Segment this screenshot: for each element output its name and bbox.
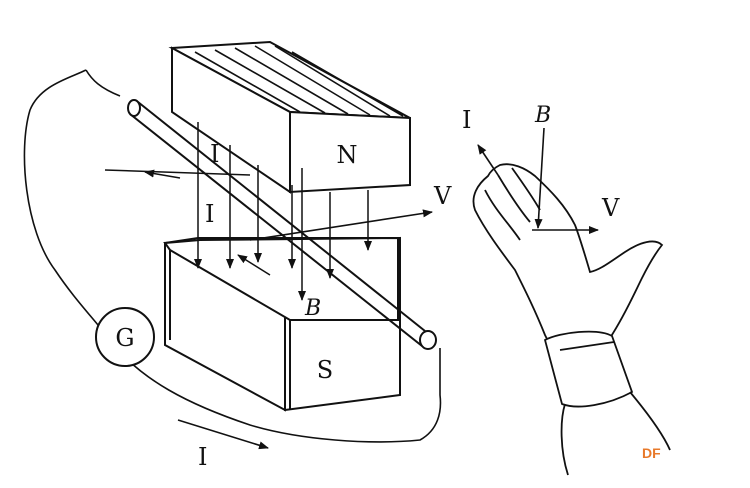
north-hatching bbox=[194, 45, 404, 117]
watermark-logo: DF bbox=[642, 445, 661, 461]
left-guide-line bbox=[104, 169, 251, 176]
north-pole-label: N bbox=[337, 141, 358, 169]
hand-velocity-label: V bbox=[601, 194, 620, 222]
south-magnet: S bbox=[163, 236, 401, 412]
hand-current-arrow bbox=[477, 144, 499, 176]
current-arrow-bottom bbox=[177, 419, 269, 450]
hand-field-label: B bbox=[534, 103, 551, 128]
sleeve bbox=[543, 330, 634, 408]
conductor-rod bbox=[127, 99, 437, 350]
current-label-bottom: I bbox=[198, 443, 207, 471]
south-pole-label: S bbox=[317, 356, 333, 384]
circuit-wire-inner bbox=[85, 69, 121, 97]
right-hand-illustration bbox=[472, 163, 671, 476]
galvanometer-label: G bbox=[115, 324, 134, 352]
current-label-upper: I bbox=[210, 140, 219, 168]
galvanometer: G bbox=[95, 307, 155, 367]
hand-field-arrow bbox=[534, 127, 545, 229]
current-arrow-upper bbox=[144, 169, 181, 179]
current-label-middle: I bbox=[205, 200, 214, 228]
current-arrow-rod bbox=[237, 254, 271, 276]
hand-outline bbox=[472, 163, 664, 356]
velocity-label: V bbox=[433, 182, 452, 210]
north-magnet: N bbox=[168, 40, 411, 194]
velocity-arrow bbox=[249, 209, 433, 241]
field-label: B bbox=[304, 296, 321, 321]
field-lines bbox=[194, 122, 372, 301]
hand-finger-lines bbox=[484, 167, 541, 241]
forearm bbox=[560, 391, 671, 476]
hand-current-label: I bbox=[462, 106, 471, 134]
